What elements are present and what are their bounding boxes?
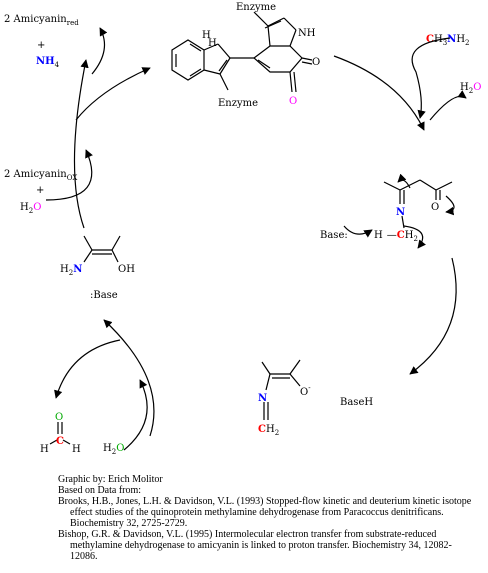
enzyme-label-top: Enzyme xyxy=(236,2,276,13)
water-ox-label: H2O xyxy=(20,202,41,215)
proton-label: H—CH2 xyxy=(374,230,418,243)
formaldehyde-c: C xyxy=(56,436,64,447)
hydroxyl-label: OH xyxy=(118,264,135,275)
indole-nh-label: H xyxy=(208,38,217,49)
reference-1: Brooks, H.B., Jones, L.H. & Davidson, V.… xyxy=(58,496,472,529)
methylamine-label: CH3NH2 xyxy=(426,34,470,47)
indole-n-label: H xyxy=(202,30,211,41)
cycle-arrows xyxy=(45,27,467,451)
plus-sign-2: + xyxy=(36,185,44,196)
baseh-label: BaseH xyxy=(340,397,373,408)
imine-n-label: N xyxy=(396,207,405,218)
formaldehyde-h1: H xyxy=(40,444,49,455)
reaction-scheme: Enzyme Enzyme H H NH O O 2 Amicyaninred … xyxy=(4,2,481,456)
quinone-o2-label: O xyxy=(289,96,297,107)
imine-intermediate xyxy=(383,179,453,229)
credit-line: Graphic by: Erich Molitor xyxy=(58,474,163,485)
ttq-cofactor xyxy=(171,11,313,93)
enolate-intermediate xyxy=(261,359,301,420)
quinone-o-label: O xyxy=(312,57,320,68)
amine-label: H2N xyxy=(60,264,82,277)
based-on-line: Based on Data from: xyxy=(58,485,142,496)
caption: Graphic by: Erich Molitor Based on Data … xyxy=(58,474,478,562)
aminoquinol xyxy=(83,235,121,263)
enolate-n-label: N xyxy=(258,393,267,404)
plus-sign-1: + xyxy=(37,40,45,51)
water-product-label: H2O xyxy=(460,82,481,95)
amicyanin-red-label: 2 Amicyaninred xyxy=(4,14,79,27)
enolate-o-label: O- xyxy=(300,384,311,398)
imine-o-label: O xyxy=(431,202,439,213)
ch2-label: CH2 xyxy=(258,424,279,437)
water-reactant-label: H2O xyxy=(103,443,124,456)
amicyanin-ox-label: 2 AmicyaninOX xyxy=(4,169,77,182)
base-label: Base: xyxy=(320,230,348,241)
formaldehyde-o-label: O xyxy=(55,412,63,423)
formaldehyde-h2: H xyxy=(72,444,81,455)
nh4-label: NH4 xyxy=(36,56,60,69)
indole-h2: H xyxy=(202,30,211,41)
enzyme-label-bottom: Enzyme xyxy=(218,98,258,109)
base-free-label: :Base xyxy=(90,290,118,301)
formaldehyde xyxy=(49,422,71,445)
reference-2: Bishop, G.R. & Davidson, V.L. (1995) Int… xyxy=(58,529,452,562)
indole-h: H xyxy=(208,38,217,49)
pyrrole-nh-label: NH xyxy=(298,28,316,39)
